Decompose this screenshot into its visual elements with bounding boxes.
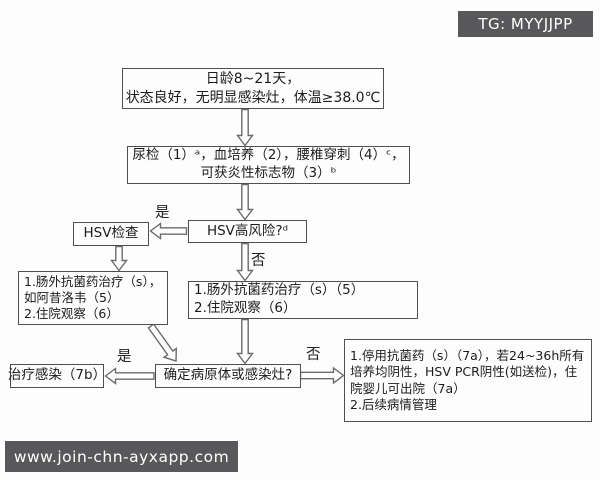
telegram-badge: TG: MYYJJPP (458, 11, 593, 37)
edge-label-yes: 是 (117, 349, 132, 365)
node-text: 2.住院观察（6） (24, 306, 119, 322)
node-text: 1.肠外抗菌药治疗（s）（5） (194, 282, 365, 299)
node-lab-tests: 尿检（1）ᵃ，血培养（2），腰椎穿刺（4）ᶜ， 可获炎性标志物（3）ᵇ (127, 146, 410, 184)
node-text: 如阿昔洛韦（5） (24, 289, 120, 305)
flow-arrow (236, 183, 254, 221)
flow-arrow (299, 366, 345, 385)
node-text: 培养均阴性，HSV PCR阴性(如送检)，住 (350, 364, 578, 380)
watermark-url-bar: www.join-chn-ayxapp.com (5, 441, 238, 472)
node-text: 治疗感染（7b） (7, 367, 107, 384)
node-text: HSV高风险?ᵈ (206, 222, 289, 239)
node-discharge: 1.停用抗菌药（s）（7a），若24~36h所有 培养均阴性，HSV PCR阴性… (344, 339, 592, 422)
node-text: 1.肠外抗菌药治疗（s）， (24, 273, 162, 289)
telegram-badge-text: TG: MYYJJPP (478, 15, 573, 33)
node-text: HSV检查 (83, 225, 139, 242)
node-text: 状态良好，无明显感染灶，体温≥38.0℃ (125, 89, 381, 106)
node-text: 可获炎性标志物（3）ᵇ (200, 165, 337, 181)
node-text: 院婴儿可出院（7a） (350, 380, 466, 396)
node-hsv-check: HSV检查 (73, 222, 149, 246)
flow-arrow (147, 323, 178, 362)
flow-arrow (149, 222, 188, 240)
node-pathogen-question: 确定病原体或感染灶? (155, 364, 301, 388)
node-text: 1.停用抗菌药（s）（7a），若24~36h所有 (350, 348, 585, 363)
node-start-criteria: 日龄8~21天， 状态良好，无明显感染灶，体温≥38.0℃ (122, 68, 384, 109)
node-hsv-risk-question: HSV高风险?ᵈ (188, 220, 307, 243)
flow-arrow (236, 318, 254, 365)
flow-arrow (110, 245, 128, 272)
node-text: 2.住院观察（6） (194, 300, 297, 316)
edge-label-no: 否 (306, 347, 321, 363)
watermark-url-text: www.join-chn-ayxapp.com (13, 447, 230, 466)
flow-arrow (104, 367, 155, 385)
node-text: 尿检（1）ᵃ，血培养（2），腰椎穿刺（4）ᶜ， (132, 147, 405, 164)
node-text: 2.后续病情管理 (350, 396, 437, 412)
node-treat-infection: 治疗感染（7b） (7, 364, 107, 388)
edge-label-no: 否 (251, 253, 266, 269)
node-treat-hsv: 1.肠外抗菌药治疗（s）， 如阿昔洛韦（5） 2.住院观察（6） (18, 271, 168, 325)
edge-label-yes: 是 (155, 205, 170, 221)
flow-arrow (236, 108, 254, 147)
node-text: 确定病原体或感染灶? (163, 367, 293, 384)
node-text: 日龄8~21天， (205, 71, 301, 88)
node-treat-standard: 1.肠外抗菌药治疗（s）（5） 2.住院观察（6） (188, 281, 418, 319)
